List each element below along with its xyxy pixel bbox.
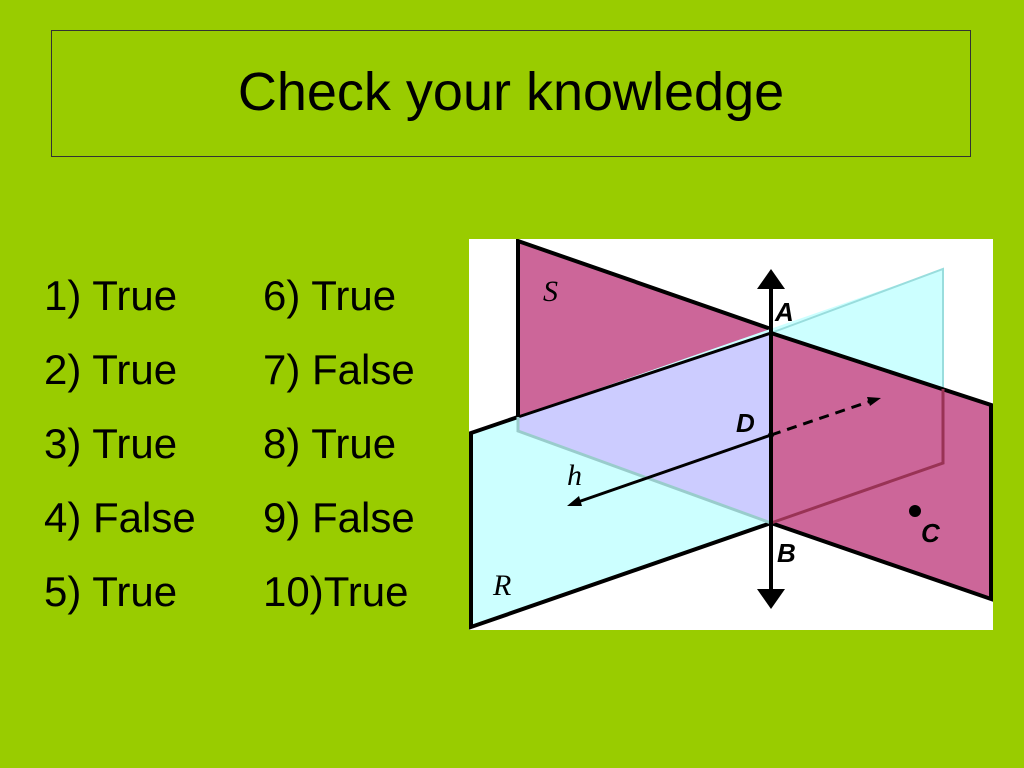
label-point-d: D bbox=[736, 408, 755, 438]
plane-r-edge-top-front bbox=[517, 331, 772, 419]
planes-diagram: S R h A B C D bbox=[469, 239, 993, 630]
label-point-c: C bbox=[921, 518, 941, 548]
point-c bbox=[909, 505, 921, 517]
answer-item-9: 9) False bbox=[263, 494, 415, 541]
planes-figure: S R h A B C D bbox=[469, 239, 993, 630]
answer-item-1: 1) True bbox=[44, 272, 178, 319]
plane-s-right bbox=[769, 330, 993, 602]
label-plane-s: S bbox=[543, 275, 558, 308]
answer-item-8: 8) True bbox=[263, 420, 397, 467]
arrow-right-icon bbox=[867, 397, 881, 406]
label-plane-r: R bbox=[492, 569, 511, 602]
title-box: Check your knowledge bbox=[51, 30, 971, 157]
point-d bbox=[768, 432, 774, 438]
answer-item-6: 6) True bbox=[263, 272, 397, 319]
plane-s-hidden-edge bbox=[516, 417, 772, 525]
arrow-down-icon bbox=[757, 589, 785, 609]
plane-r-edge-left bbox=[469, 415, 772, 630]
arrow-left-icon bbox=[567, 496, 582, 506]
line-h-solid bbox=[574, 433, 772, 505]
line-h-dashed bbox=[770, 399, 872, 437]
answer-item-3: 3) True bbox=[44, 420, 178, 467]
answer-item-7: 7) False bbox=[263, 346, 415, 393]
label-point-b: B bbox=[777, 538, 796, 568]
plane-r-edge-through-s bbox=[770, 389, 945, 525]
arrow-up-icon bbox=[757, 269, 785, 289]
label-point-a: A bbox=[774, 297, 794, 327]
answer-item-2: 2) True bbox=[44, 346, 178, 393]
answer-item-4: 4) False bbox=[44, 494, 196, 541]
answer-item-10: 10)True bbox=[263, 568, 409, 615]
answer-item-5: 5) True bbox=[44, 568, 178, 615]
label-line-h: h bbox=[567, 459, 582, 492]
page-title: Check your knowledge bbox=[237, 61, 785, 122]
plane-overlap bbox=[518, 333, 771, 523]
